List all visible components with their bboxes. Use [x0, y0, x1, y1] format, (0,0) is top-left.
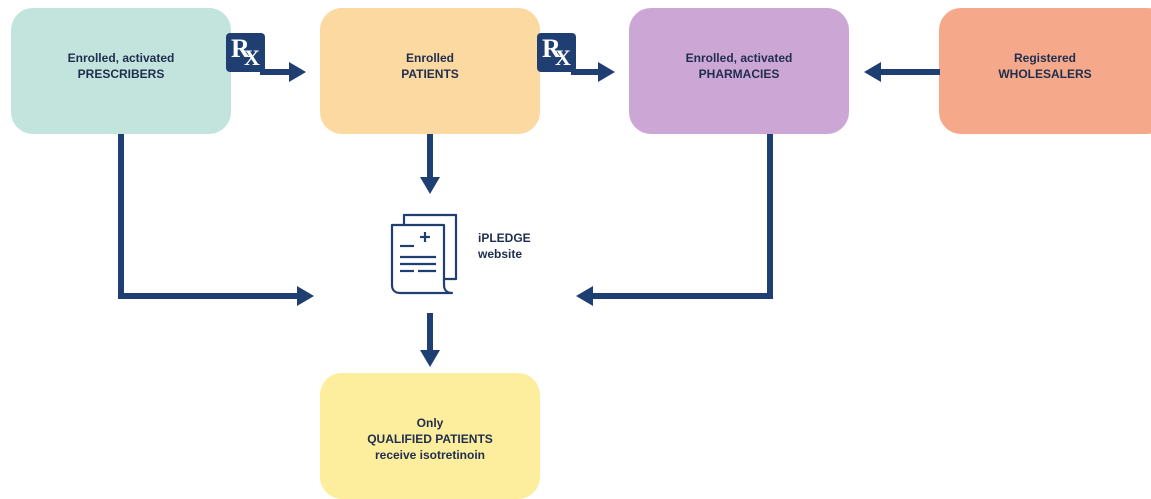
wholesalers-line2: WHOLESALERS	[998, 67, 1092, 81]
qualified-line2: QUALIFIED PATIENTS	[367, 432, 493, 446]
rx-letter-r: R	[542, 34, 561, 63]
prescribers-line2: PRESCRIBERS	[77, 67, 165, 81]
pharmacies-line1: Enrolled, activated	[685, 51, 793, 65]
node-pharmacies: Enrolled, activated PHARMACIES	[629, 8, 849, 134]
website-line1: iPLEDGE	[478, 231, 531, 245]
rx-prescription-icon: R X	[226, 33, 265, 72]
patients-line2: PATIENTS	[401, 67, 459, 81]
arrow-website-to-qualified	[420, 313, 440, 367]
node-patients: Enrolled PATIENTS	[320, 8, 540, 134]
document-icon	[390, 213, 458, 295]
rx-prescription-icon: R X	[537, 33, 576, 72]
rx-letter-x: X	[244, 45, 260, 70]
patients-line1: Enrolled	[405, 51, 454, 65]
qualified-line1: Only	[416, 416, 444, 430]
arrow-patients-to-website	[420, 134, 440, 194]
arrow-patients-to-pharmacies	[571, 62, 615, 82]
node-wholesalers: Registered WHOLESALERS	[939, 8, 1151, 134]
pharmacies-line2: PHARMACIES	[698, 67, 780, 81]
website-label: iPLEDGE website	[478, 230, 531, 262]
node-prescribers: Enrolled, activated PRESCRIBERS	[11, 8, 231, 134]
rx-letter-x: X	[555, 45, 571, 70]
qualified-line3: receive isotretinoin	[374, 448, 486, 462]
arrow-pharmacies-to-website	[576, 134, 773, 306]
arrow-wholesalers-to-pharmacies	[864, 62, 940, 82]
prescribers-line1: Enrolled, activated	[67, 51, 175, 65]
website-line2: website	[478, 247, 523, 261]
arrow-prescribers-to-patients	[260, 62, 306, 82]
node-qualified-patients: Only QUALIFIED PATIENTS receive isotreti…	[320, 373, 540, 499]
rx-letter-r: R	[231, 34, 250, 63]
wholesalers-line1: Registered	[1013, 51, 1077, 65]
arrow-prescribers-to-website	[118, 134, 314, 306]
